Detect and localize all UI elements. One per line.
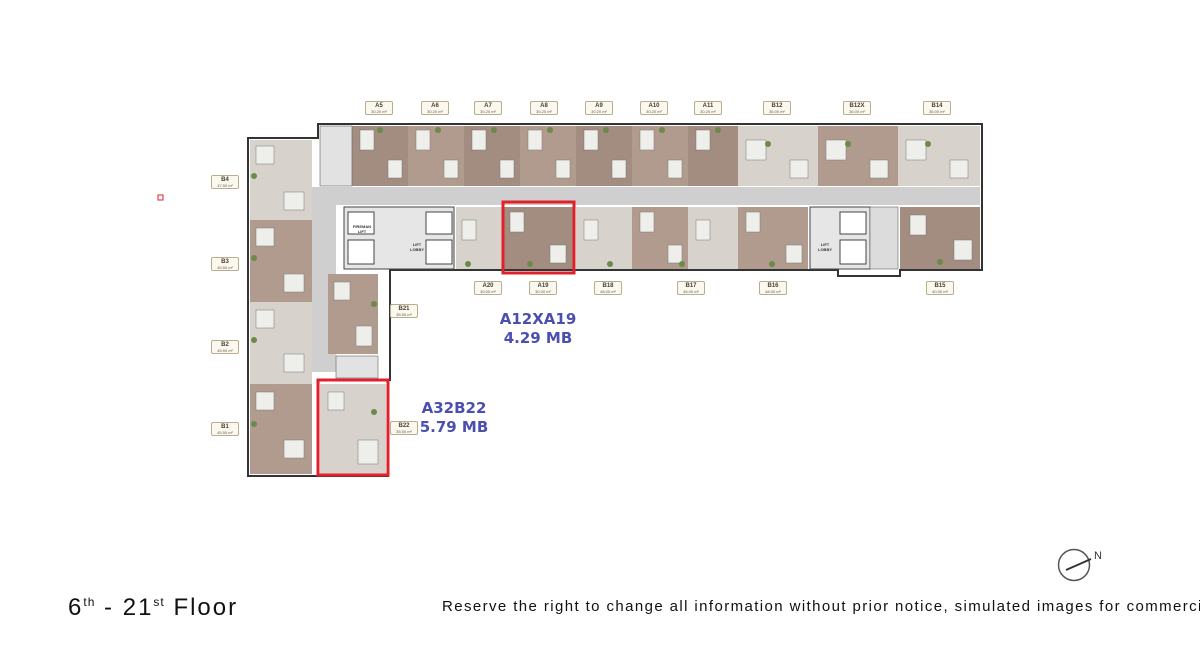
callout-a32b22-name: A32B22 — [421, 399, 487, 417]
lift-core-right — [809, 206, 899, 270]
wing-units — [320, 274, 386, 474]
callout-a12xa19-size: 4.29 MB — [503, 329, 573, 347]
stair-core — [319, 125, 353, 187]
main-corridor — [310, 187, 980, 205]
callout-a32b22-size: 5.79 MB — [419, 418, 489, 436]
fireman-lift-label: FIREMAN LIFT — [352, 224, 372, 234]
north-compass-icon: N — [1056, 546, 1106, 586]
lift-lobby-label-2: LIFT LOBBY — [818, 242, 832, 252]
highlight-a12xa19 — [501, 200, 576, 275]
bottom-unit-row — [456, 207, 980, 269]
highlight-a32b22 — [316, 378, 390, 477]
callout-a12xa19-name: A12XA19 — [499, 310, 577, 328]
disclaimer-text: Reserve the right to change all informat… — [442, 598, 1200, 615]
lift-core-left — [343, 206, 455, 270]
callout-a12xa19: A12XA19 4.29 MB — [488, 310, 588, 348]
building-outline — [247, 123, 983, 477]
marker-square — [157, 194, 164, 201]
top-unit-row — [352, 126, 980, 186]
left-unit-column — [250, 140, 312, 474]
callout-a32b22: A32B22 5.79 MB — [404, 399, 504, 437]
compass-north-label: N — [1094, 550, 1102, 562]
lift-lobby-label-1: LIFT LOBBY — [410, 242, 424, 252]
floor-title: 6th - 21st Floor — [68, 594, 239, 621]
